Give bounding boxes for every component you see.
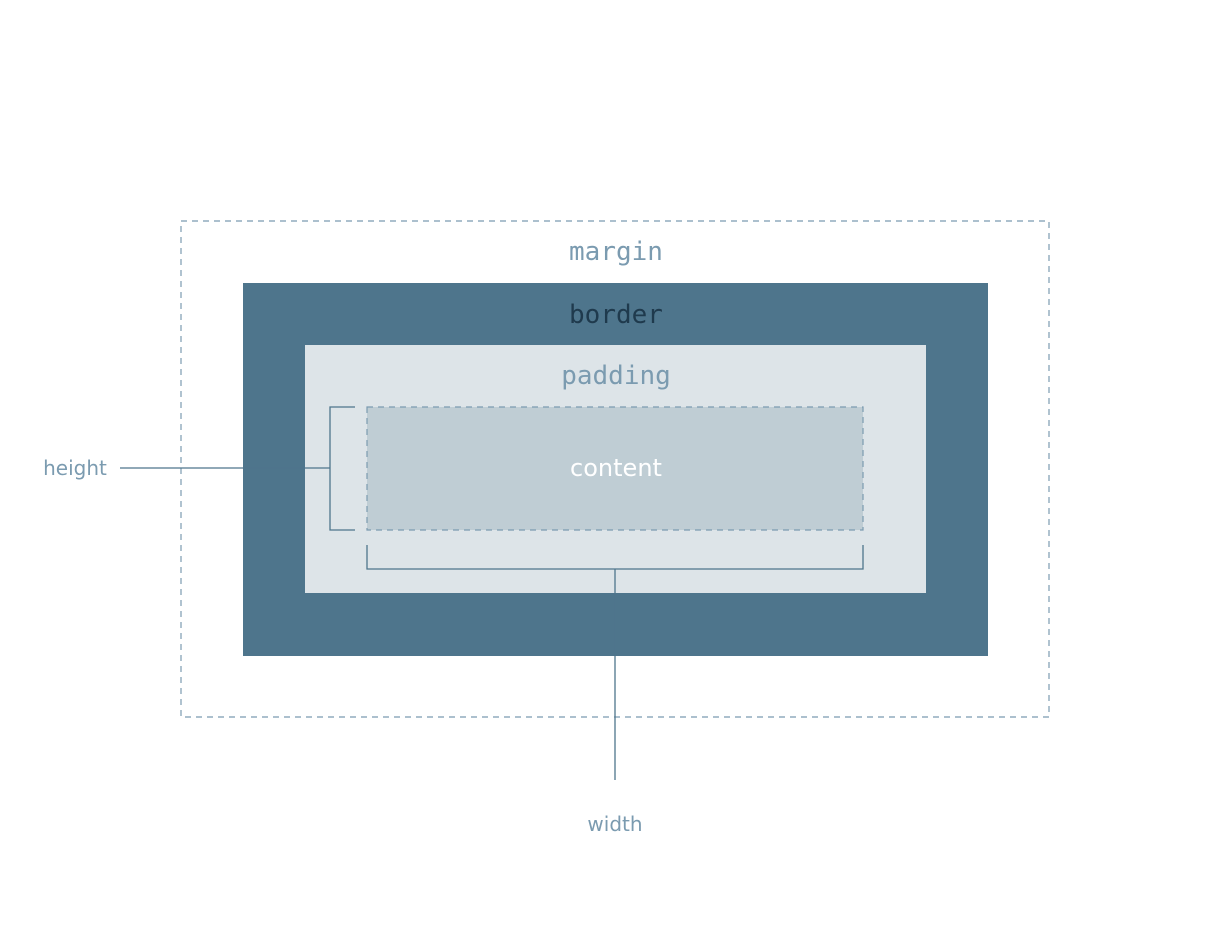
width-label: width (587, 812, 642, 836)
content-box (366, 406, 864, 531)
border-label: border (569, 300, 663, 330)
content-label: content (570, 454, 662, 482)
height-label: height (43, 456, 107, 480)
margin-label: margin (569, 237, 663, 267)
padding-label: padding (561, 361, 671, 391)
